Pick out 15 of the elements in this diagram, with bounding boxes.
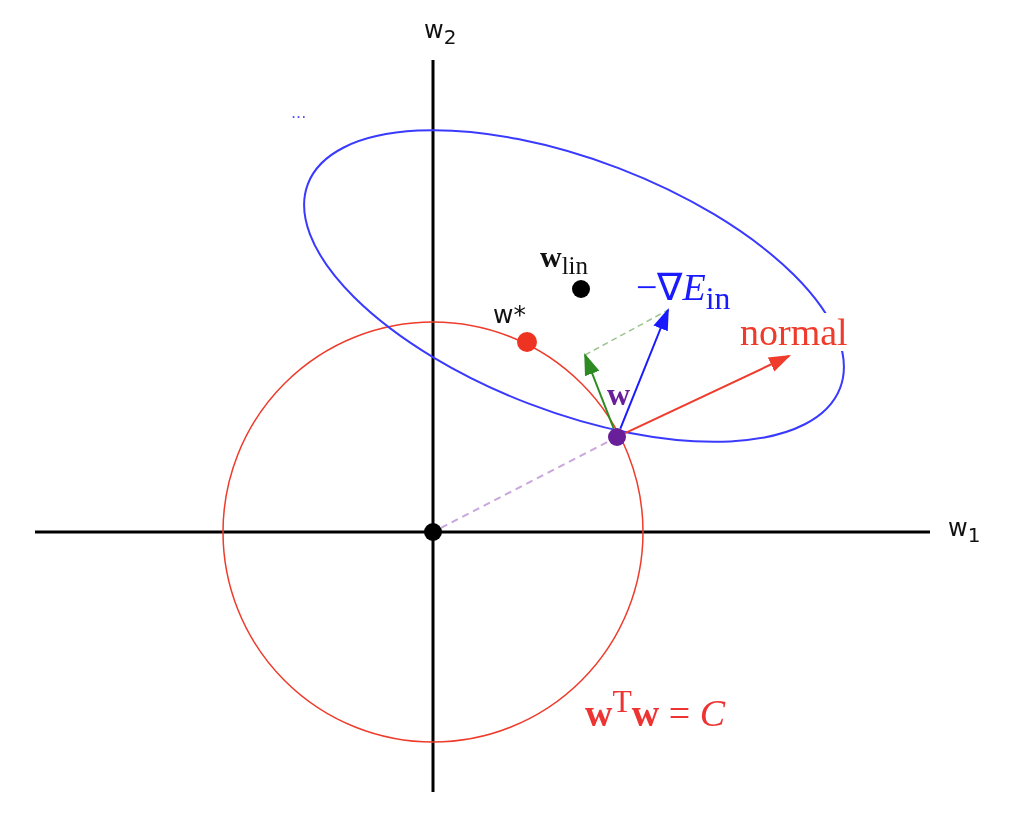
point-marker [424,523,442,541]
axis-label: w$_{2}$ [424,18,457,42]
point-marker [608,428,626,446]
dashed-line [440,440,610,529]
vector-arrow [619,307,669,430]
point-marker [572,280,590,298]
point-label: w$_{lin}$ [540,242,589,272]
point-marker [517,332,537,352]
vector-arrow [624,355,791,435]
vector-arrow [584,352,615,430]
point-label: w [607,378,631,410]
axis-label: w$_{1}$ [948,516,981,540]
vector-label: normal [740,313,848,351]
point-label: w* [493,302,526,327]
ellipsis-mark: ... [291,105,307,121]
